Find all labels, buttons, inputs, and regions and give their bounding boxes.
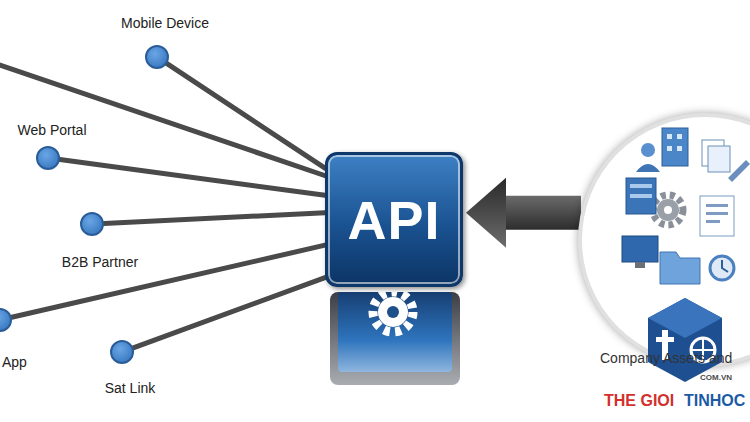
logo-cube (648, 298, 722, 382)
server-slot (630, 184, 652, 188)
endpoint-dot: B2B Partner (80, 212, 104, 236)
endpoint-dot: Mobile Device (145, 45, 169, 69)
report-line (706, 212, 728, 215)
building-icon (662, 128, 688, 166)
logo-globe (691, 338, 715, 362)
monitor-icon (622, 236, 658, 262)
endpoint-dot: Sat Link (110, 340, 134, 364)
api-box: API (325, 152, 463, 287)
window (667, 134, 672, 139)
gear-hole (387, 306, 399, 318)
endpoint-dot: Web Portal (36, 146, 60, 170)
gear-symbol (373, 292, 413, 332)
connector-line (12, 245, 325, 317)
server-slot (630, 194, 652, 198)
clock-icon (710, 256, 734, 280)
report-icon (700, 196, 734, 236)
gear-box-frame (330, 292, 460, 385)
asset-icons (622, 128, 750, 284)
node-label: App (2, 354, 27, 370)
document-icon (708, 146, 730, 172)
gear-teeth (373, 292, 413, 332)
gear-body (378, 297, 408, 327)
logo-letter (656, 337, 674, 342)
watermark-text: TINHOC (684, 392, 745, 410)
person-icon (641, 143, 655, 157)
monitor-stand (635, 262, 645, 268)
watermark-domain: COM.VN (700, 369, 732, 387)
logo-letter (662, 330, 668, 360)
logo-globe (691, 338, 715, 362)
report-line (706, 220, 720, 223)
server-icon (626, 178, 656, 214)
window (677, 134, 682, 139)
api-title: API (347, 190, 440, 250)
watermark-text: THE GIOI (604, 392, 674, 410)
clock-hand (722, 260, 728, 272)
connector-line (133, 278, 325, 348)
person-icon (636, 164, 660, 172)
assets-caption: Company Assets and (600, 350, 732, 366)
window (667, 146, 672, 151)
node-label: Web Portal (18, 122, 87, 138)
connector-line (60, 160, 325, 196)
folder-icon (660, 252, 700, 284)
gear-box (338, 292, 452, 372)
connector-line (167, 64, 325, 169)
endpoint-dot: App (0, 308, 12, 332)
connector-line (104, 213, 325, 224)
flow-arrow (496, 196, 581, 230)
window (677, 146, 682, 151)
wrench-icon (728, 160, 750, 182)
gear-icon (657, 199, 679, 221)
gear-icon (653, 195, 683, 225)
node-label: Sat Link (105, 380, 156, 396)
site-logo (648, 298, 722, 382)
logo-cube-top (648, 298, 722, 338)
report-line (706, 204, 728, 207)
gear-icon (664, 206, 672, 214)
node-label: B2B Partner (62, 254, 138, 270)
node-label: Mobile Device (121, 15, 209, 31)
connector-line (0, 65, 326, 176)
